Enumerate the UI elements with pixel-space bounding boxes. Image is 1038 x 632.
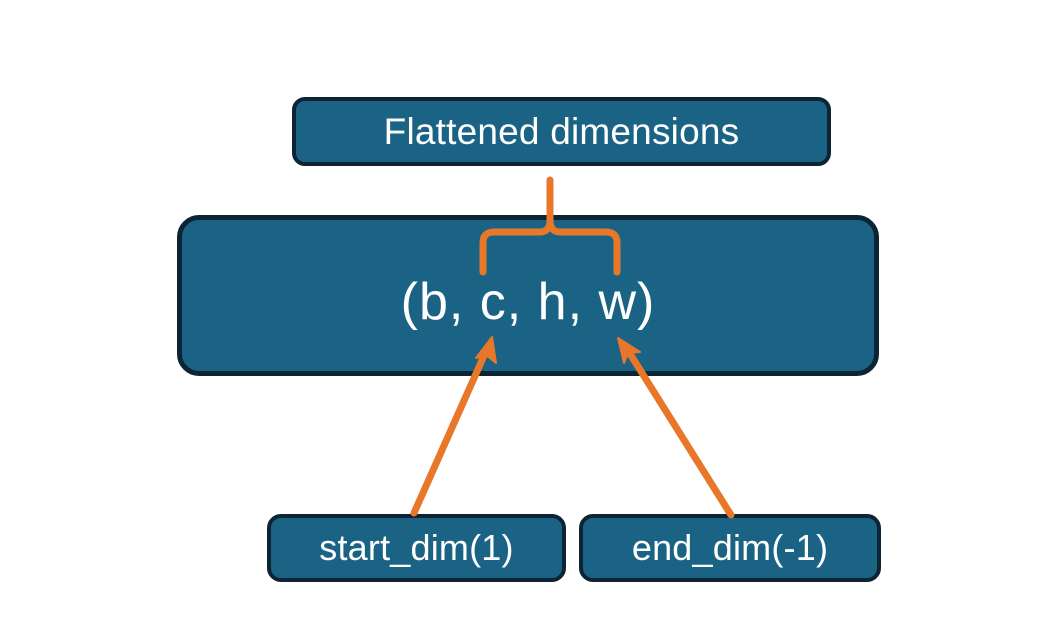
flattened-dimensions-label: Flattened dimensions [383,111,740,152]
flattened-dimensions-node[interactable]: Flattened dimensions [292,97,831,166]
start-dim-node[interactable]: start_dim(1) [267,514,566,582]
tensor-shape-node[interactable]: (b, c, h, w) [177,215,879,376]
start-dim-label: start_dim(1) [319,527,514,568]
end-dim-label: end_dim(-1) [631,527,829,568]
tensor-shape-label: (b, c, h, w) [400,272,656,331]
end-dim-node[interactable]: end_dim(-1) [579,514,881,582]
